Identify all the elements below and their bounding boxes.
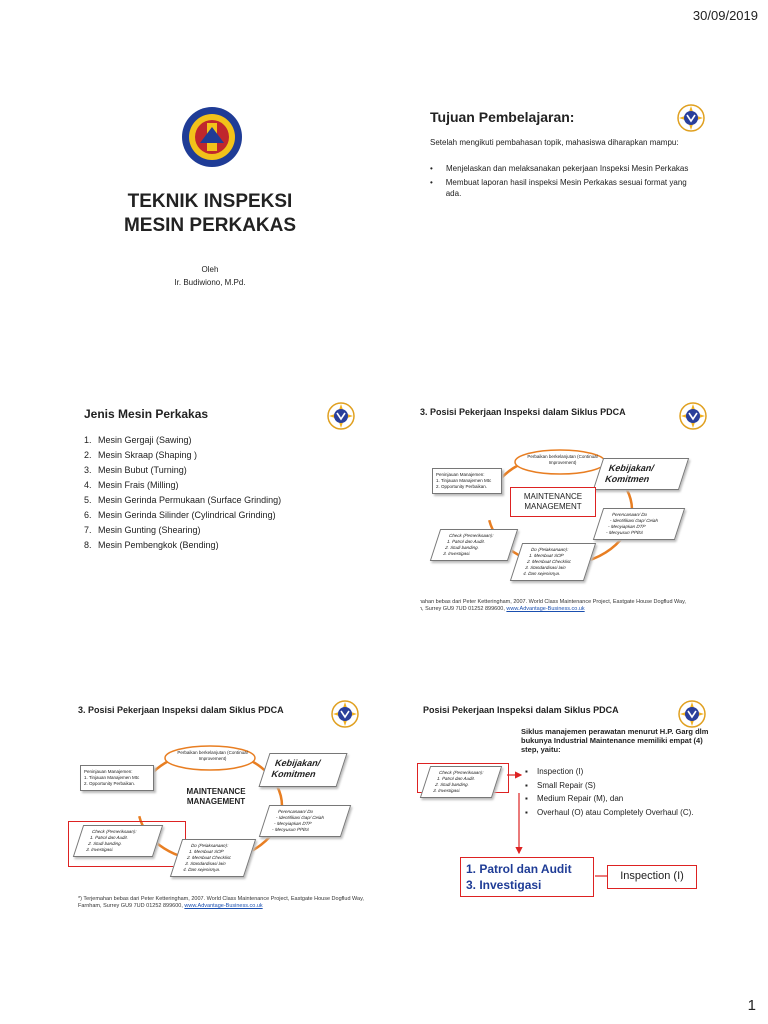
list-item: ▪Small Repair (S) — [525, 780, 596, 790]
list-item: •Menjelaskan dan melaksanakan pekerjaan … — [430, 164, 689, 173]
cycle-intro: Siklus manajemen perawatan menurut H.P. … — [521, 727, 709, 754]
objectives-intro: Setelah mengikuti pembahasan topik, maha… — [430, 138, 679, 147]
author-block: Oleh Ir. Budiwiono, M.Pd. — [40, 263, 380, 289]
list-item: •Membuat laporan hasil inspeksi Mesin Pe… — [430, 178, 687, 198]
list-item: ▪Medium Repair (M), dan — [525, 794, 624, 803]
plan-box: Perencanaan/ Do- Identifikasi Gap/ Celah… — [592, 508, 686, 540]
university-logo — [182, 107, 242, 167]
management-review-box: Peninjauan Manajemen:1. Tinjauan Manajem… — [432, 468, 502, 494]
policy-box: Kebijakan/ Komitmen — [592, 458, 690, 490]
continual-improvement-label: Perbaikan berkelanjutan (Continual Impro… — [527, 454, 598, 465]
machine-types-list: 1.Mesin Gergaji (Sawing) 2.Mesin Skraap … — [84, 433, 281, 553]
slide-title: 3. Posisi Pekerjaan Inspeksi dalam Siklu… — [420, 407, 626, 417]
slide-learning-objectives: Tujuan Pembelajaran: Setelah mengikuti p… — [420, 95, 760, 355]
emblem-icon — [326, 401, 356, 431]
slide-title: Posisi Pekerjaan Inspeksi dalam Siklus P… — [423, 705, 619, 715]
list-item: 5.Mesin Gerinda Permukaan (Surface Grind… — [84, 495, 282, 505]
citation: *) Terjemahan bebas dari Peter Kettering… — [78, 896, 364, 909]
slide-pdca-cycle-highlight: 3. Posisi Pekerjaan Inspeksi dalam Siklu… — [40, 685, 370, 945]
page-number: 1 — [747, 997, 756, 1014]
list-item: ▪Inspection (I) — [525, 767, 584, 776]
list-item: 4.Mesin Frais (Milling) — [84, 480, 179, 490]
pointer-arrow — [507, 771, 523, 779]
list-item: 7.Mesin Gunting (Shearing) — [84, 525, 201, 535]
slide-inspection-position: Posisi Pekerjaan Inspeksi dalam Siklus P… — [405, 685, 730, 945]
source-link[interactable]: www.Advantage-Business.co.uk — [184, 903, 263, 909]
inspection-activities-box: 1. Patrol dan Audit 3. Investigasi — [460, 857, 594, 897]
list-item: ▪Overhaul (O) atau Completely Overhaul (… — [525, 807, 694, 817]
maintenance-management-label: MAINTENANCE MANAGEMENT — [186, 787, 246, 806]
slide-title: Tujuan Pembelajaran: — [430, 109, 575, 125]
maintenance-management-box: MAINTENANCE MANAGEMENT — [510, 487, 596, 517]
author-name: Ir. Budiwiono, M.Pd. — [174, 278, 246, 287]
emblem-icon — [676, 103, 706, 133]
continual-improvement-label: Perbaikan berkelanjutan (Continual Impro… — [177, 750, 248, 761]
check-box: Check (Pemeriksaan):1. Patrol dan Audit.… — [429, 529, 519, 561]
slide-pdca-cycle: 3. Posisi Pekerjaan Inspeksi dalam Siklu… — [420, 385, 720, 645]
check-box: Check (Pemeriksaan):1. Patrol dan Audit.… — [419, 766, 503, 798]
plan-box: Perencanaan/ Do- Identifikasi Gap/ Celah… — [258, 805, 352, 837]
policy-box: Kebijakan/ Komitmen — [258, 753, 348, 787]
slide-title-page: TEKNIK INSPEKSI MESIN PERKAKAS Oleh Ir. … — [40, 95, 380, 355]
citation: *) Terjemahan bebas dari Peter Kettering… — [420, 599, 686, 612]
document-date: 30/09/2019 — [692, 8, 758, 23]
maintenance-steps-list: ▪Inspection (I) ▪Small Repair (S) ▪Mediu… — [525, 767, 730, 818]
title-line-1: TEKNIK INSPEKSI — [127, 191, 293, 212]
slide-main-title: TEKNIK INSPEKSI MESIN PERKAKAS — [40, 190, 380, 238]
objectives-list: •Menjelaskan dan melaksanakan pekerjaan … — [430, 163, 700, 199]
emblem-icon — [677, 699, 707, 729]
title-line-2: MESIN PERKAKAS — [123, 215, 297, 236]
list-item: 6.Mesin Gerinda Silinder (Cylindrical Gr… — [84, 510, 276, 520]
list-item: 3.Mesin Bubut (Turning) — [84, 465, 187, 475]
list-item: 2.Mesin Skraap (Shaping ) — [84, 450, 198, 460]
list-item: 8.Mesin Pembengkok (Bending) — [84, 540, 219, 550]
slide-machine-types: Jenis Mesin Perkakas 1.Mesin Gergaji (Sa… — [40, 385, 380, 645]
slide-title: 3. Posisi Pekerjaan Inspeksi dalam Siklu… — [78, 705, 284, 715]
inspection-label-box: Inspection (I) — [607, 865, 697, 889]
management-review-box: Peninjauan Manajemen:1. Tinjauan Manajem… — [80, 765, 154, 791]
by-label: Oleh — [201, 265, 219, 274]
source-link[interactable]: www.Advantage-Business.co.uk — [506, 606, 585, 612]
connector-line — [595, 875, 607, 877]
list-item: 1.Mesin Gergaji (Sawing) — [84, 435, 192, 445]
down-arrow — [515, 793, 523, 855]
check-box: Check (Pemeriksaan):1. Patrol dan Audit.… — [72, 825, 164, 857]
slide-title: Jenis Mesin Perkakas — [84, 407, 209, 421]
